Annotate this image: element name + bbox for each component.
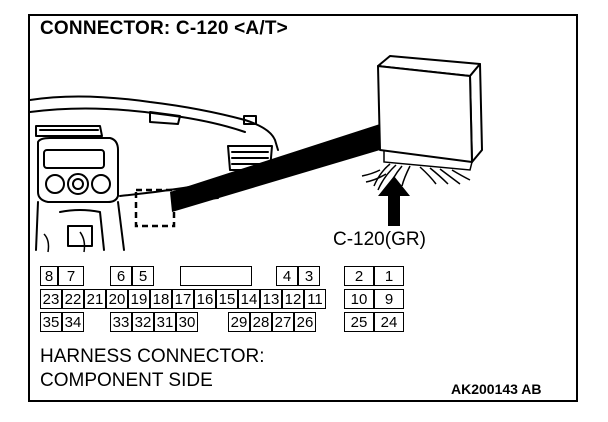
pin-5: 5 bbox=[132, 266, 154, 286]
pin-25: 25 bbox=[344, 312, 374, 332]
pin-24: 24 bbox=[374, 312, 404, 332]
connector-title: CONNECTOR: C-120 <A/T> bbox=[40, 18, 288, 39]
pin-19: 19 bbox=[128, 289, 150, 309]
pin-21: 21 bbox=[84, 289, 106, 309]
connector-key-slot bbox=[180, 266, 252, 286]
pin-33: 33 bbox=[110, 312, 132, 332]
pin-22: 22 bbox=[62, 289, 84, 309]
figure-code: AK200143 AB bbox=[451, 381, 542, 397]
pin-23: 23 bbox=[40, 289, 62, 309]
pin-11: 11 bbox=[304, 289, 326, 309]
pin-18: 18 bbox=[150, 289, 172, 309]
pin-4: 4 bbox=[276, 266, 298, 286]
pin-9: 9 bbox=[374, 289, 404, 309]
pin-3: 3 bbox=[298, 266, 320, 286]
pin-15: 15 bbox=[216, 289, 238, 309]
pin-30: 30 bbox=[176, 312, 198, 332]
pin-8: 8 bbox=[40, 266, 58, 286]
pin-27: 27 bbox=[272, 312, 294, 332]
harness-connector-label: HARNESS CONNECTOR: bbox=[40, 346, 265, 367]
pin-29: 29 bbox=[228, 312, 250, 332]
pin-1: 1 bbox=[374, 266, 404, 286]
component-side-label: COMPONENT SIDE bbox=[40, 370, 213, 391]
connector-callout-label: C-120(GR) bbox=[333, 229, 426, 250]
pin-13: 13 bbox=[260, 289, 282, 309]
pin-16: 16 bbox=[194, 289, 216, 309]
pin-6: 6 bbox=[110, 266, 132, 286]
pin-17: 17 bbox=[172, 289, 194, 309]
pin-14: 14 bbox=[238, 289, 260, 309]
pin-2: 2 bbox=[344, 266, 374, 286]
pin-12: 12 bbox=[282, 289, 304, 309]
pin-7: 7 bbox=[58, 266, 84, 286]
pin-26: 26 bbox=[294, 312, 316, 332]
pin-20: 20 bbox=[106, 289, 128, 309]
pin-10: 10 bbox=[344, 289, 374, 309]
pin-32: 32 bbox=[132, 312, 154, 332]
pin-35: 35 bbox=[40, 312, 62, 332]
pin-28: 28 bbox=[250, 312, 272, 332]
pin-34: 34 bbox=[62, 312, 84, 332]
pin-31: 31 bbox=[154, 312, 176, 332]
